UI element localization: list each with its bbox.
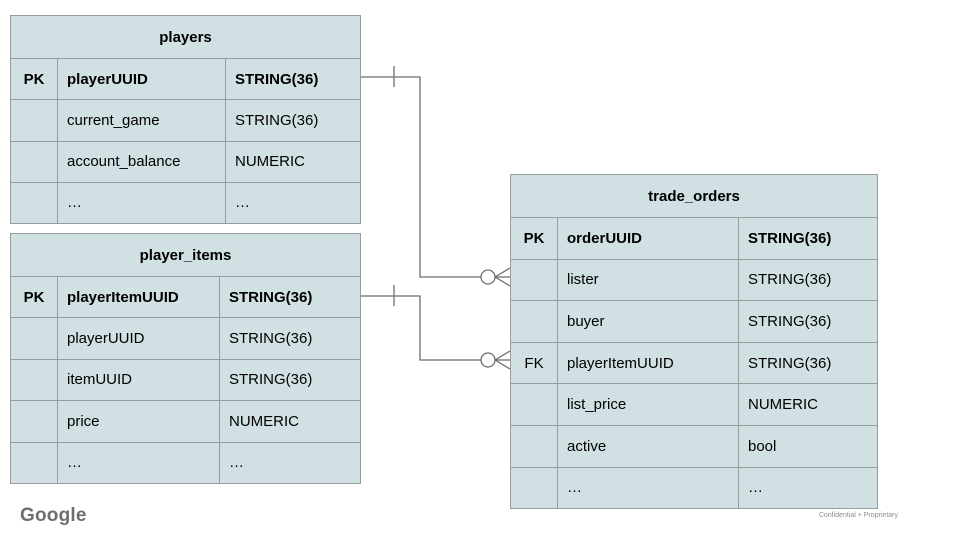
table-row: lister STRING(36) [510, 258, 878, 302]
column-name-cell: … [57, 441, 220, 484]
column-type-cell: STRING(36) [738, 341, 878, 385]
column-name-cell: list_price [557, 383, 739, 426]
table-row: … … [10, 441, 362, 484]
column-type-cell: NUMERIC [218, 400, 362, 443]
key-cell: PK [10, 57, 58, 101]
key-cell [510, 466, 558, 510]
key-cell [510, 424, 558, 468]
column-name-cell: price [57, 400, 220, 443]
key-cell [510, 383, 558, 426]
table-title: trade_orders [510, 174, 878, 218]
cardinality-zero-circle [480, 269, 496, 285]
key-cell [10, 441, 58, 484]
table-row: active bool [510, 424, 878, 468]
relationship-player-items-to-trade-orders [360, 285, 511, 370]
table-row: list_price NUMERIC [510, 383, 878, 426]
key-cell [10, 317, 58, 360]
table-row: PK orderUUID STRING(36) [510, 217, 878, 260]
table-row: players [9, 15, 362, 59]
table-row: … … [510, 466, 878, 510]
column-name-cell: playerUUID [57, 317, 220, 360]
cardinality-zero-circle [480, 352, 496, 368]
entity-table-trade-orders: trade_orders PK orderUUID STRING(36) lis… [510, 174, 878, 510]
key-cell: PK [510, 217, 558, 260]
table-row: PK playerUUID STRING(36) [10, 57, 362, 101]
key-cell: FK [510, 341, 558, 385]
column-type-cell: STRING(36) [218, 358, 362, 402]
google-logo: Google [20, 505, 87, 526]
key-cell: PK [10, 275, 58, 319]
entity-table-players: players PK playerUUID STRING(36) current… [9, 15, 362, 225]
cardinality-many-crowfoot [494, 267, 511, 287]
column-name-cell: buyer [557, 300, 739, 343]
cardinality-many-crowfoot [494, 350, 511, 370]
column-type-cell: … [218, 441, 362, 484]
table-title: players [9, 15, 362, 59]
column-type-cell: STRING(36) [218, 275, 362, 319]
column-name-cell: current_game [57, 99, 226, 142]
column-name-cell: playerItemUUID [557, 341, 739, 385]
table-title: player_items [9, 233, 362, 277]
table-row: buyer STRING(36) [510, 300, 878, 343]
column-name-cell: playerItemUUID [57, 275, 220, 319]
column-name-cell: account_balance [57, 140, 226, 183]
column-name-cell: itemUUID [57, 358, 220, 402]
table-row: player_items [9, 233, 362, 277]
table-row: current_game STRING(36) [10, 99, 362, 142]
relationship-players-to-trade-orders [360, 66, 511, 287]
column-type-cell: … [738, 466, 878, 510]
key-cell [510, 300, 558, 343]
table-row: … … [10, 181, 362, 225]
key-cell [510, 258, 558, 302]
entity-table-player-items: player_items PK playerItemUUID STRING(36… [9, 233, 362, 484]
confidentiality-note: Confidential + Proprietary [818, 512, 898, 519]
table-row: account_balance NUMERIC [10, 140, 362, 183]
table-row: playerUUID STRING(36) [10, 317, 362, 360]
column-type-cell: bool [738, 424, 878, 468]
column-type-cell: STRING(36) [224, 57, 362, 101]
column-name-cell: … [557, 466, 739, 510]
column-type-cell: STRING(36) [738, 300, 878, 343]
relationship-line [360, 295, 481, 361]
column-name-cell: active [557, 424, 739, 468]
table-row: price NUMERIC [10, 400, 362, 443]
column-name-cell: … [57, 181, 226, 225]
column-type-cell: … [224, 181, 362, 225]
key-cell [10, 400, 58, 443]
column-name-cell: orderUUID [557, 217, 739, 260]
column-name-cell: playerUUID [57, 57, 226, 101]
key-cell [10, 358, 58, 402]
relationship-line [360, 76, 481, 278]
column-type-cell: STRING(36) [738, 258, 878, 302]
key-cell [10, 181, 58, 225]
column-type-cell: STRING(36) [224, 99, 362, 142]
column-type-cell: STRING(36) [218, 317, 362, 360]
key-cell [10, 140, 58, 183]
table-row: trade_orders [510, 174, 878, 218]
column-type-cell: NUMERIC [738, 383, 878, 426]
column-type-cell: STRING(36) [738, 217, 878, 260]
key-cell [10, 99, 58, 142]
table-row: PK playerItemUUID STRING(36) [10, 275, 362, 319]
column-name-cell: lister [557, 258, 739, 302]
table-row: FK playerItemUUID STRING(36) [510, 341, 878, 385]
table-row: itemUUID STRING(36) [10, 358, 362, 402]
column-type-cell: NUMERIC [224, 140, 362, 183]
